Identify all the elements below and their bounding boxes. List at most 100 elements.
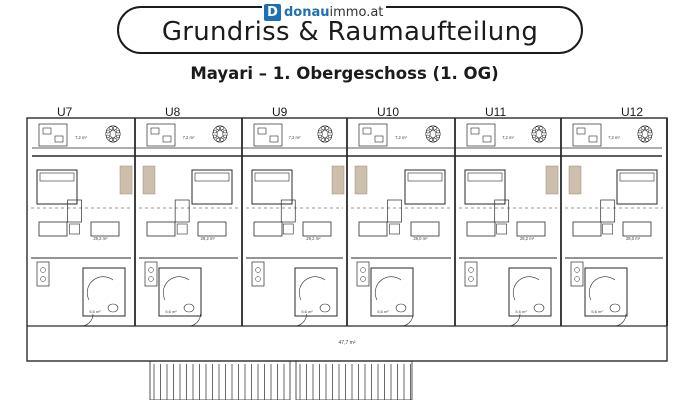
unit-label: U12 [621,105,644,119]
bed [616,169,658,205]
shower-arc [298,276,326,301]
living-area-label: 29,2 m² [93,236,108,241]
terrace-chair [576,127,586,135]
living-area-label: 28,0 m² [626,236,641,241]
terrace-table [466,123,496,147]
plant-leaf [435,129,441,139]
plant-leaf [534,125,544,131]
terrace-chair [588,135,598,143]
plant-leaf [637,129,643,139]
desk [600,199,616,223]
terrace-chair [470,127,480,135]
bed-pillow [619,172,655,182]
stove [40,267,46,273]
terrace-area-label: 7,2 m² [289,135,301,140]
desk [494,199,510,223]
door-arc [613,313,627,327]
bath-area-label: 5,6 m² [591,309,603,314]
plant-leaf [215,137,225,143]
plant-leaf [531,129,537,139]
desk-chair [282,223,294,235]
plant-leaf [433,126,441,134]
plant-leaf [531,126,539,134]
living-area-label: 29,2 m² [306,236,321,241]
desk-chair [602,223,614,235]
bath-area-label: 5,6 m² [89,309,101,314]
living-area-label: 28,0 m² [413,236,428,241]
plant-leaf [541,129,547,139]
toilet [319,303,331,313]
plant-leaf [108,137,118,143]
page-title: Grundriss & Raumaufteilung [161,17,539,47]
brand-mark: D [264,3,281,21]
plant-leaf [428,125,438,131]
desk-chair [69,223,80,235]
staircase-right [295,360,413,400]
plant-leaf [645,134,653,142]
stove [468,276,474,282]
kitchen-counter [251,261,265,287]
plant-leaf [425,129,431,139]
plant-leaf [637,126,645,134]
shower-arc [86,276,114,301]
plant-leaf [317,126,325,134]
brand-name-light: immo.at [329,4,384,20]
door-arc [80,313,94,327]
terrace-chair [162,135,172,143]
unit-label: U10 [377,105,400,119]
stove [574,267,580,273]
bed-pillow [194,172,230,182]
bed-pillow [254,172,290,182]
sofa [302,221,332,237]
door-arc [507,313,521,327]
bathroom [82,267,126,317]
stove [255,267,261,273]
terrace-area-label: 7,2 m² [502,135,514,140]
bed [36,169,78,205]
bath-area-label: 5,6 m² [165,309,177,314]
stove [148,267,154,273]
sofa [410,221,440,237]
plant-leaf [212,134,220,142]
stove [40,276,46,282]
terrace-area-label: 7,2 m² [608,135,620,140]
plant-leaf [115,129,121,139]
sofa [197,221,227,237]
terrace-table [253,123,283,147]
plant-leaf [222,129,228,139]
terrace-chair [257,127,267,135]
sofa [253,221,283,237]
plant-leaf [105,126,113,134]
wardrobe [354,165,368,195]
terrace-chair [269,135,279,143]
terrace-chair [54,135,64,143]
terrace-table [38,123,68,147]
stair-frame [149,360,291,400]
unit-label: U11 [485,105,507,119]
plant-leaf [113,134,121,142]
brand-logo: D donauimmo.at [262,3,387,21]
terrace-area-label: 7,2 m² [183,135,195,140]
kitchen-counter [570,261,584,287]
toilet [107,303,119,313]
shower-arc [374,276,402,301]
wardrobe [119,165,133,195]
plant-leaf [317,129,323,139]
toilet [533,303,545,313]
bed [464,169,506,205]
plant-leaf [640,137,650,143]
terrace-area-label: 7,2 m² [395,135,407,140]
corridor-area-label: 47,7 m² [339,340,356,346]
bathroom [294,267,338,317]
plant-leaf [325,134,333,142]
bed-pillow [39,172,75,182]
wardrobe [545,165,559,195]
stair-frame [295,360,413,400]
desk [174,199,190,223]
staircase-left [149,360,291,400]
plant-leaf [433,134,441,142]
bath-area-label: 5,6 m² [377,309,389,314]
living-area-label: 28,2 m² [201,236,216,241]
